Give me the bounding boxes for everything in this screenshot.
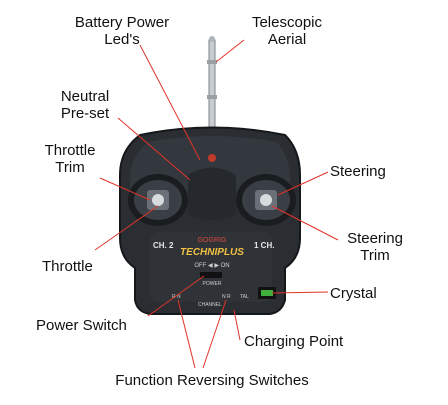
leader-power-switch — [147, 275, 205, 317]
leader-throttle — [94, 205, 159, 251]
charging-point-label: Charging Point — [244, 333, 344, 350]
leader-neutral-preset — [117, 117, 191, 181]
throttle-stick-icon — [147, 190, 169, 210]
leader-reverse-left — [177, 299, 196, 369]
steering-stick-icon — [255, 190, 277, 210]
leader-steering — [277, 171, 329, 196]
reverse-left-label: R N — [172, 294, 181, 300]
battery-leds-label: Battery Power Led's — [74, 14, 170, 48]
leader-steering-trim — [271, 205, 339, 241]
steering-trim-label: Steering Trim — [347, 230, 403, 264]
leader-lines — [94, 39, 339, 369]
power-label: POWER — [203, 281, 222, 287]
throttle-trim-label: Throttle Trim — [44, 142, 96, 176]
tal-label: TAL — [240, 294, 249, 300]
ch1-label: 1 CH. — [254, 241, 274, 250]
leader-reverse-right — [202, 299, 227, 369]
leader-aerial — [215, 39, 245, 63]
neutral-preset-label: Neutral Pre-set — [60, 88, 110, 122]
leader-battery-leds — [139, 44, 201, 161]
off-on-label: OFF ◀ ▶ ON — [194, 263, 229, 269]
power-switch-label: Power Switch — [36, 317, 127, 334]
leader-throttle-trim — [99, 177, 151, 201]
leader-crystal — [271, 291, 329, 294]
steering-label: Steering — [330, 163, 386, 180]
brand-label: GOGRIG — [198, 237, 227, 244]
model-label: TECHNIPLUS — [180, 247, 244, 258]
crystal-label: Crystal — [330, 285, 377, 302]
telescopic-aerial — [203, 36, 221, 140]
channel-label: CHANNEL — [198, 302, 222, 308]
function-reversing-label: Function Reversing Switches — [115, 372, 309, 389]
ch2-label: CH. 2 — [153, 241, 174, 250]
throttle-label: Throttle — [42, 258, 93, 275]
telescopic-aerial-label: Telescopic Aerial — [251, 14, 323, 48]
leader-charging-point — [233, 309, 241, 341]
reverse-right-label: N R — [222, 294, 231, 300]
